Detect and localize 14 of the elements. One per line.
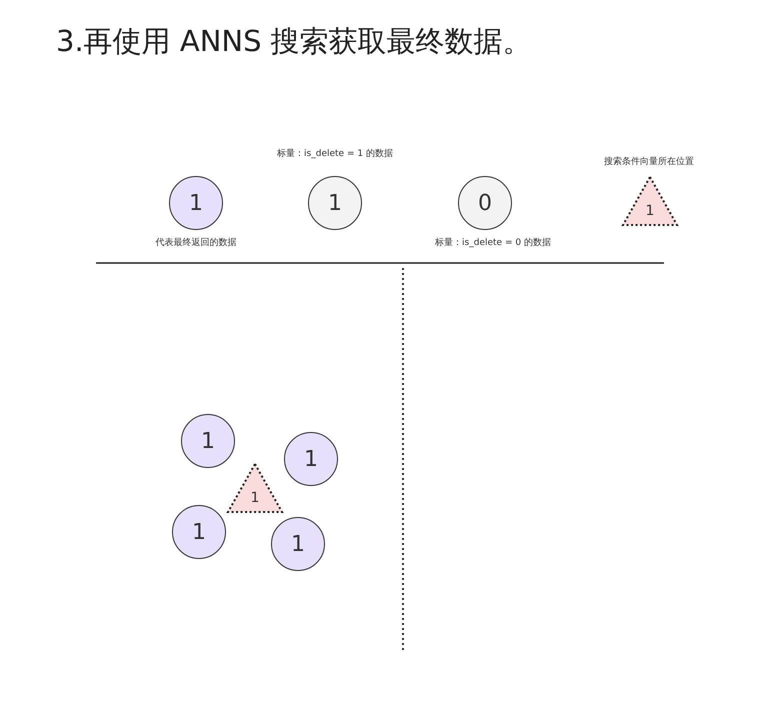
data-point-circle: 1 xyxy=(271,517,325,571)
legend-caption: 标量：is_delete = 1 的数据 xyxy=(277,148,393,160)
data-point-circle: 1 xyxy=(169,176,223,230)
data-point-circle: 1 xyxy=(181,414,235,468)
data-point-circle: 0 xyxy=(458,176,512,230)
legend-caption: 代表最终返回的数据 xyxy=(156,236,236,249)
data-point-circle: 1 xyxy=(172,505,226,559)
legend-caption: 标量：is_delete = 0 的数据 xyxy=(435,236,551,249)
title: 3.再使用 ANNS 搜索获取最终数据。 xyxy=(56,23,532,60)
query-vector-triangle: 1 xyxy=(621,175,679,227)
data-point-circle: 1 xyxy=(308,176,362,230)
query-vector-triangle: 1 xyxy=(226,462,284,514)
legend-caption: 搜索条件向量所在位置 xyxy=(604,156,694,168)
data-point-circle: 1 xyxy=(284,432,338,486)
